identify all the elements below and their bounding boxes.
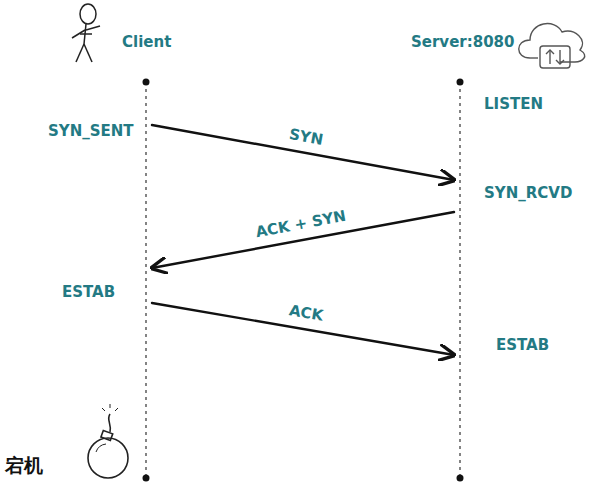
lifeline bbox=[145, 82, 146, 478]
crash-note: 宕机 bbox=[5, 453, 43, 479]
state-label: ESTAB bbox=[496, 336, 549, 354]
lifeline-title: Client bbox=[122, 33, 171, 51]
cloud-icon bbox=[519, 24, 585, 68]
state-label: SYN_SENT bbox=[48, 122, 134, 140]
lifeline-dot bbox=[143, 475, 150, 482]
bomb-icon bbox=[88, 404, 128, 478]
lifeline-title: Server:8080 bbox=[411, 33, 514, 51]
lifeline-dot bbox=[143, 79, 150, 86]
lifeline-dot bbox=[457, 475, 464, 482]
state-label: SYN_RCVD bbox=[484, 184, 572, 202]
message-label: SYN bbox=[288, 125, 325, 149]
message-label: ACK bbox=[287, 301, 324, 325]
message-arrow bbox=[152, 125, 454, 180]
state-label: LISTEN bbox=[484, 95, 543, 113]
lifeline bbox=[459, 82, 460, 478]
lifeline-dot bbox=[457, 79, 464, 86]
person-icon bbox=[72, 4, 100, 62]
lifeline-node: Client bbox=[140, 30, 152, 485]
state-label: ESTAB bbox=[62, 283, 115, 301]
message-label: ACK + SYN bbox=[254, 207, 347, 241]
lifeline-node: Server:8080 bbox=[454, 30, 466, 485]
